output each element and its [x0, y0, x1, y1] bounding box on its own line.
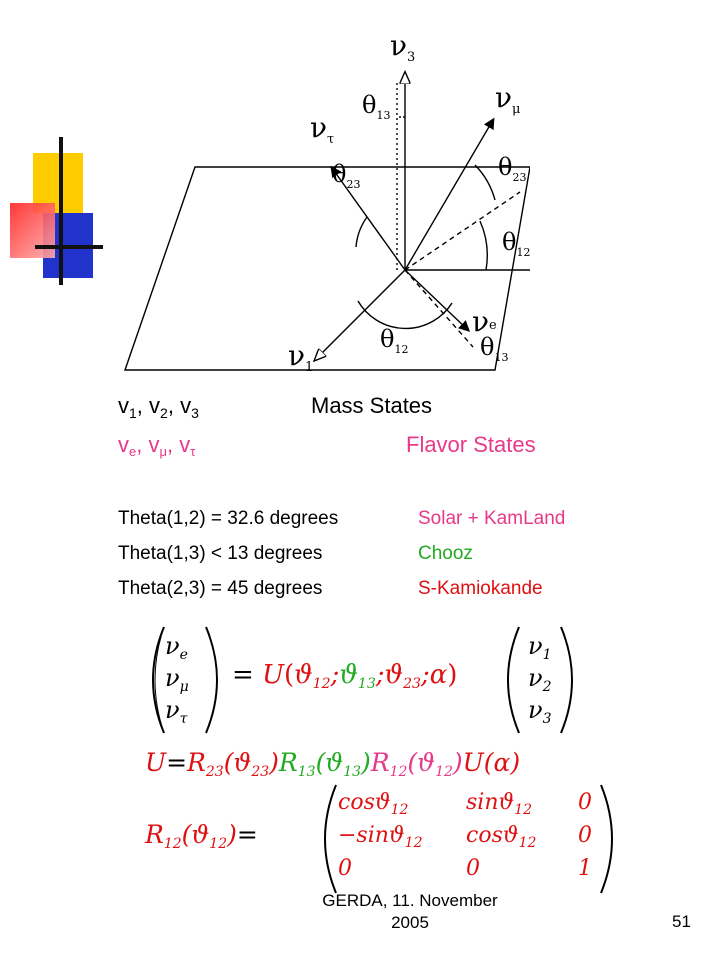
eq1-rhs-3: ν3	[528, 696, 552, 727]
flavor-states-label: Flavor States	[406, 432, 536, 457]
eq1-left-paren-close	[205, 626, 218, 734]
deco-horizontal-bar	[35, 245, 103, 249]
nue-vector	[404, 269, 471, 332]
footer-text: GERDA, 11. November 2005	[322, 891, 498, 932]
eq1-right-paren-close	[560, 626, 573, 734]
mass-states-line: v1, v2, v3 Mass States	[118, 393, 433, 421]
label-nu1: ν1	[288, 339, 313, 375]
eq3-left-paren	[324, 784, 337, 894]
mixing-angle-diagram: ν3 νμ ντ ν ν2 ν1 νe θ13 θ23 θ23 θ12 θ12 …	[124, 29, 530, 375]
eq1-rhs-1: ν1	[528, 632, 552, 663]
eq1-lhs-mu: νμ	[165, 664, 189, 695]
eq2: U=R23(ϑ23)R13(ϑ13)R12(ϑ12)U(α)	[145, 748, 521, 780]
mass-states-label: Mass States	[311, 393, 433, 418]
eq1-middle: = U(ϑ12;ϑ13;ϑ23;α)	[232, 660, 458, 692]
eq3-lhs: R12(ϑ12)=	[145, 820, 258, 852]
deco-vertical-bar	[59, 137, 63, 285]
svg-text:θ23: θ23	[498, 153, 526, 184]
eq3-right-paren	[600, 784, 613, 894]
numu-vector	[404, 117, 495, 271]
page-number: 51	[672, 912, 691, 931]
deco-red-square	[10, 203, 55, 258]
nutau-vector	[330, 165, 406, 271]
eq1-lhs-e: νe	[165, 632, 188, 663]
svg-text:θ12: θ12	[380, 325, 408, 356]
eq1-left-paren	[152, 626, 165, 734]
plane	[124, 166, 530, 371]
label-nu3: ν3	[390, 29, 415, 65]
svg-text:θ13: θ13	[480, 333, 508, 364]
eq1-right-paren	[507, 626, 520, 734]
label-nutau: ντ	[310, 111, 334, 147]
eq1-rhs-2: ν2	[528, 664, 552, 695]
label-numu: νμ	[495, 81, 520, 117]
svg-text:θ13: θ13	[362, 91, 390, 122]
svg-text:θ23: θ23	[332, 160, 360, 191]
eq1-lhs-tau: ντ	[165, 696, 188, 727]
nu1-axis	[315, 269, 406, 360]
svg-text:θ12: θ12	[502, 228, 530, 259]
flavor-states-line: ve, vμ, vτ Flavor States	[118, 432, 536, 459]
label-nue: νe	[472, 305, 497, 338]
